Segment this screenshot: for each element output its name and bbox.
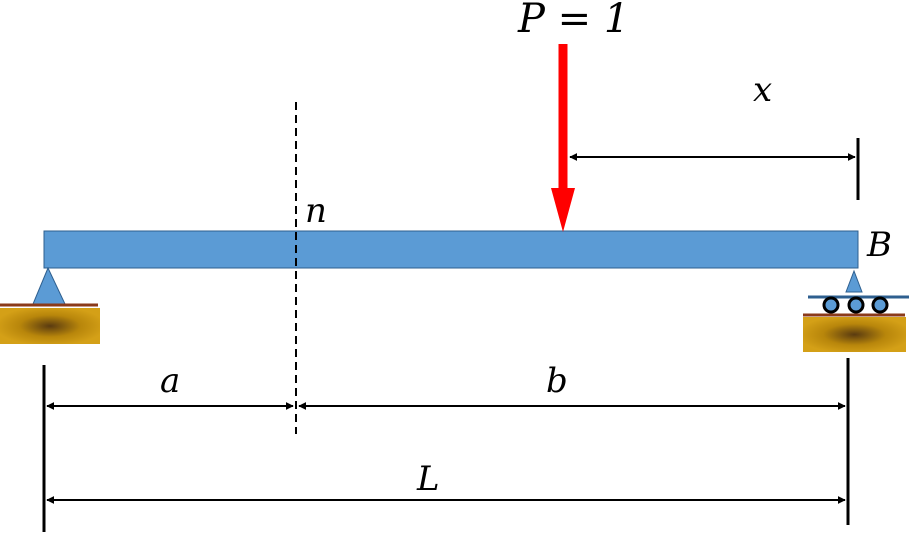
roller-wheel xyxy=(822,296,840,314)
load-arrow xyxy=(551,44,575,232)
dim-a-label: a xyxy=(160,361,180,401)
dim-L-label: L xyxy=(416,459,440,499)
dim-x-label: x xyxy=(753,70,772,110)
roller-wheel xyxy=(847,296,865,314)
dim-b-label: b xyxy=(546,361,568,401)
support-triangle-left xyxy=(32,266,66,305)
beam xyxy=(43,230,859,269)
ground-block-right xyxy=(803,317,906,352)
ground-block-left xyxy=(0,308,100,344)
load-label: P = 1 xyxy=(517,0,629,42)
section-label-n: n xyxy=(305,191,327,231)
support-label-b: B xyxy=(866,225,892,265)
pin-support-left xyxy=(0,266,100,344)
support-triangle-right xyxy=(845,269,863,293)
roller-support-right xyxy=(803,269,909,352)
roller-wheel xyxy=(871,296,889,314)
